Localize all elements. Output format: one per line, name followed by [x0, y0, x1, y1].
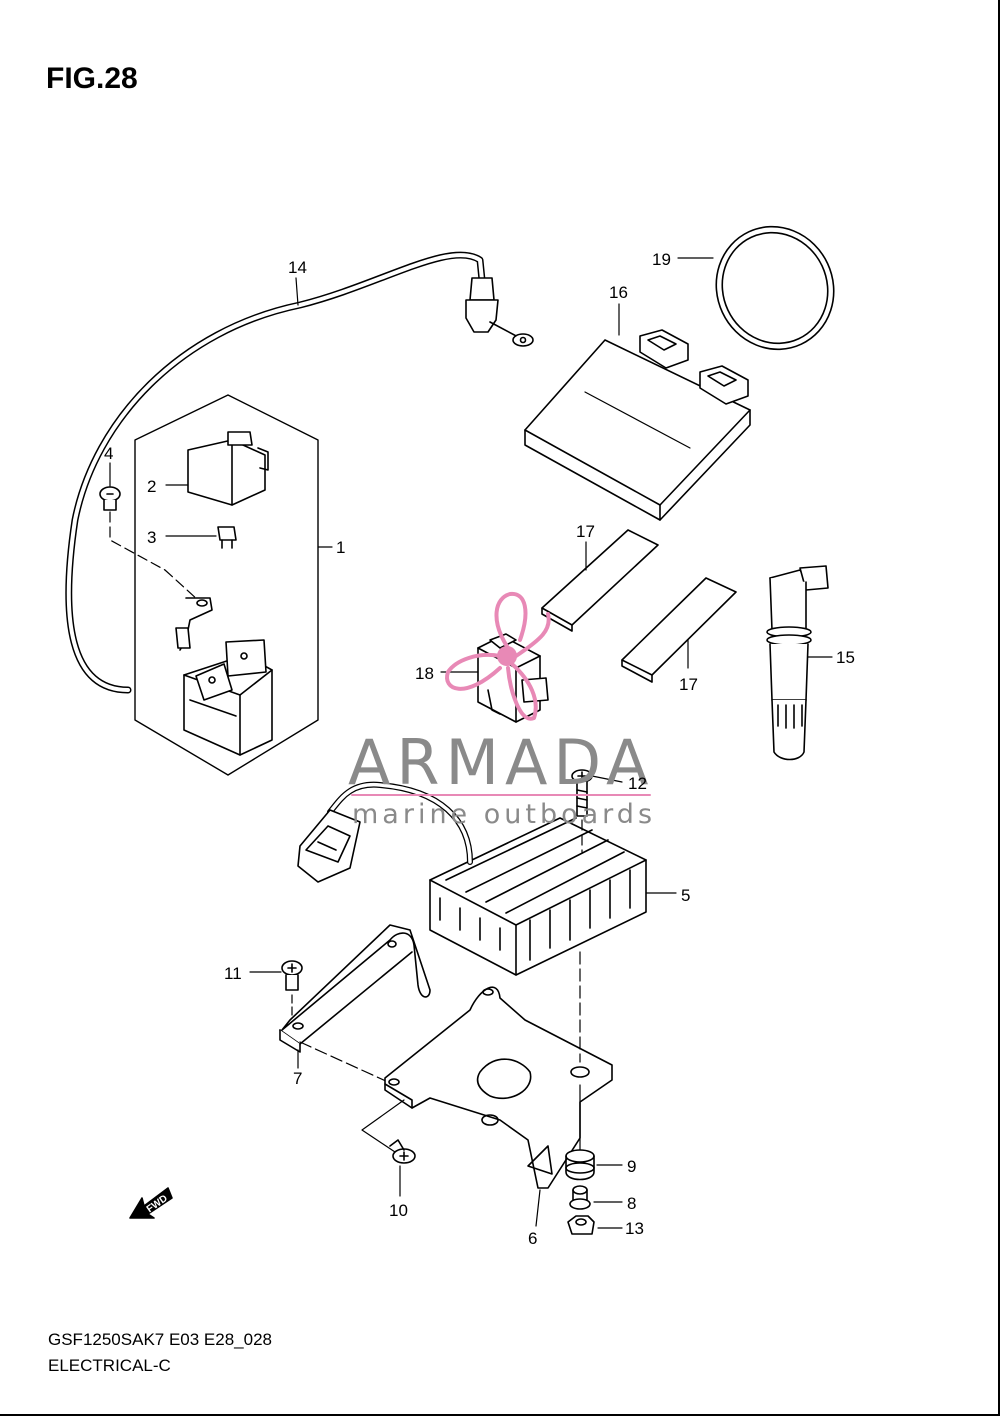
ecm-unit [524, 303, 751, 521]
bolt-11 [249, 960, 303, 1017]
callout-12: 12 [628, 774, 647, 793]
grommet-9 [565, 1149, 623, 1181]
model-code: GSF1250SAK7 E03 E28_028 [48, 1330, 272, 1349]
callout-13: 13 [625, 1219, 644, 1238]
regulator-rectifier [297, 781, 677, 976]
main-fuse [165, 526, 237, 549]
callout-15: 15 [836, 648, 855, 667]
callout-11: 11 [224, 964, 242, 983]
callout-18: 18 [415, 664, 434, 683]
relay-cover [165, 431, 269, 506]
callout-6: 6 [528, 1229, 537, 1248]
bolt-12 [571, 769, 623, 853]
watermark-brand: ARMADA [348, 726, 654, 799]
callout-10: 10 [389, 1201, 408, 1220]
bracket-7 [279, 924, 431, 1083]
starter-relay-group-box [134, 394, 333, 776]
figure-title: FIG.28 [46, 62, 138, 95]
fwd-arrow-icon: FWD [129, 1187, 173, 1219]
callout-16: 16 [609, 283, 628, 302]
starter-relay-body [175, 597, 273, 756]
callout-17-upper: 17 [576, 522, 595, 541]
section-name: ELECTRICAL-C [48, 1356, 171, 1375]
callout-4: 4 [104, 444, 113, 463]
bolt-4 [99, 462, 199, 601]
callout-9: 9 [627, 1157, 636, 1176]
watermark-tagline: marine outboards [352, 799, 656, 830]
ignition-coil [766, 565, 833, 761]
callout-3: 3 [147, 528, 156, 547]
cushion-pad-upper [541, 529, 659, 632]
tip-over-sensor [440, 633, 549, 723]
callout-7: 7 [293, 1069, 302, 1088]
callout-1: 1 [336, 538, 345, 557]
callout-2: 2 [147, 477, 156, 496]
rubber-band [677, 225, 835, 351]
collar-8 [569, 1185, 623, 1210]
callout-17-lower: 17 [679, 675, 698, 694]
nut-13 [567, 1215, 623, 1235]
callout-19: 19 [652, 250, 671, 269]
callout-14: 14 [288, 258, 307, 277]
battery-cable [65, 251, 534, 694]
callout-8: 8 [627, 1194, 636, 1213]
mounting-plate-6 [361, 951, 613, 1227]
watermark-logo-icon [445, 591, 551, 721]
cushion-pad-lower [621, 577, 737, 683]
callout-5: 5 [681, 886, 690, 905]
bolt-10 [389, 1139, 416, 1197]
